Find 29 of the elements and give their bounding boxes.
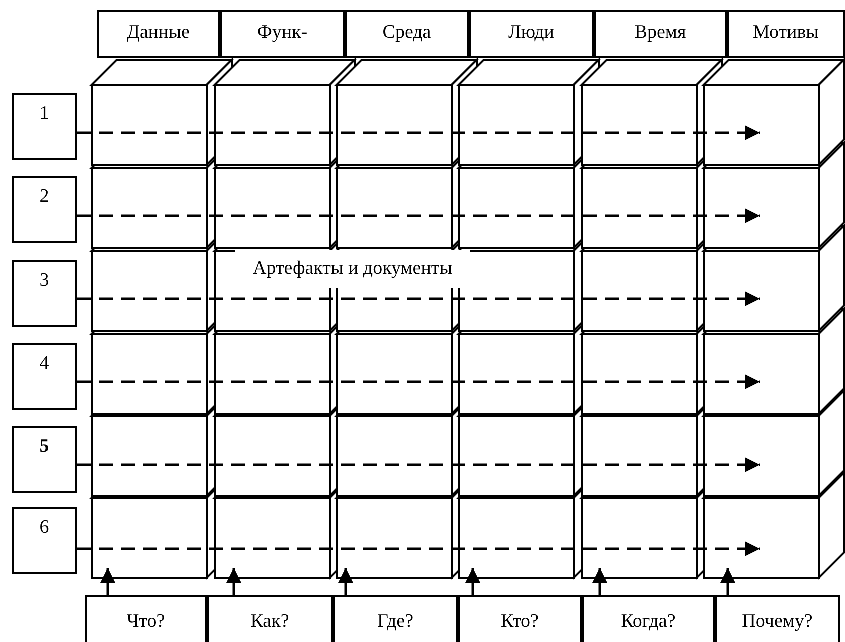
column-header-box: Функ- (220, 10, 345, 58)
arrow (720, 568, 736, 595)
arrow (226, 568, 242, 595)
column-header-box: Данные (97, 10, 220, 58)
question-box: Когда? (582, 595, 715, 642)
row-number-box: 2 (12, 176, 77, 243)
question-box: Кто? (458, 595, 582, 642)
column-header-box: Среда (345, 10, 469, 58)
dashed-arrow (77, 208, 760, 224)
dashed-arrow (77, 292, 760, 306)
row-number-box: 4 (12, 343, 77, 410)
dashed-arrow (77, 126, 760, 140)
dashed-arrow (77, 458, 760, 472)
column-header-box: Мотивы (727, 10, 845, 58)
dashed-arrow (77, 374, 760, 390)
dashed-arrow (77, 542, 760, 556)
column-header-box: Люди (469, 10, 594, 58)
row-number-box: 3 (12, 260, 77, 327)
arrow (100, 568, 116, 595)
row-number-box: 5 (12, 426, 77, 493)
question-box: Что? (85, 595, 207, 642)
row-number-box: 6 (12, 507, 77, 574)
question-box: Как? (207, 595, 333, 642)
row-number-box: 1 (12, 93, 77, 160)
question-box: Где? (333, 595, 458, 642)
arrow (592, 568, 608, 595)
question-box: Почему? (715, 595, 840, 642)
arrow (466, 568, 480, 595)
arrow (338, 568, 354, 595)
